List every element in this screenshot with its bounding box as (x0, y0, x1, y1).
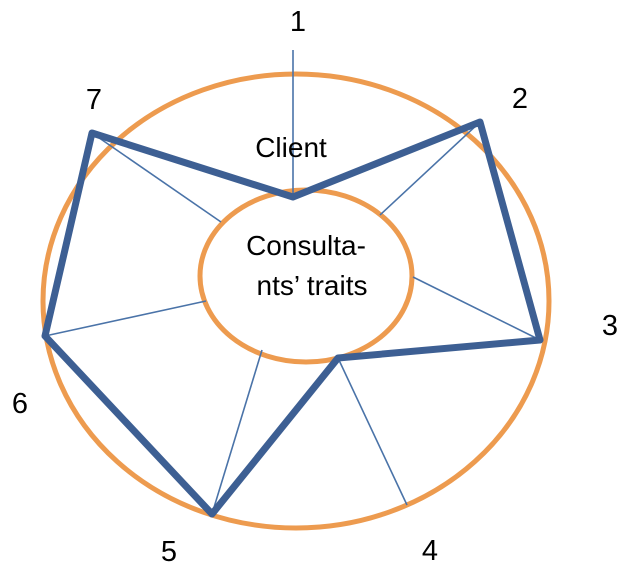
point-label-2: 2 (512, 83, 528, 115)
point-label-6: 6 (12, 388, 28, 420)
spoke-3 (412, 276, 541, 341)
traits-label-line2: nts’ traits (257, 270, 368, 301)
traits-label-line1: Consulta- (246, 230, 366, 261)
client-label: Client (255, 132, 327, 163)
point-label-4: 4 (422, 535, 438, 567)
spoke-5 (211, 349, 263, 515)
point-label-3: 3 (602, 310, 618, 342)
client-circle (40, 71, 552, 531)
spokes (44, 50, 541, 515)
spoke-4 (337, 357, 408, 506)
trait-polygon (41, 118, 544, 518)
spoke-6 (44, 300, 207, 337)
spoke-7 (91, 132, 222, 223)
point-label-7: 7 (86, 84, 102, 116)
point-label-5: 5 (161, 536, 177, 568)
point-label-1: 1 (290, 6, 306, 38)
spoke-2 (379, 121, 481, 216)
